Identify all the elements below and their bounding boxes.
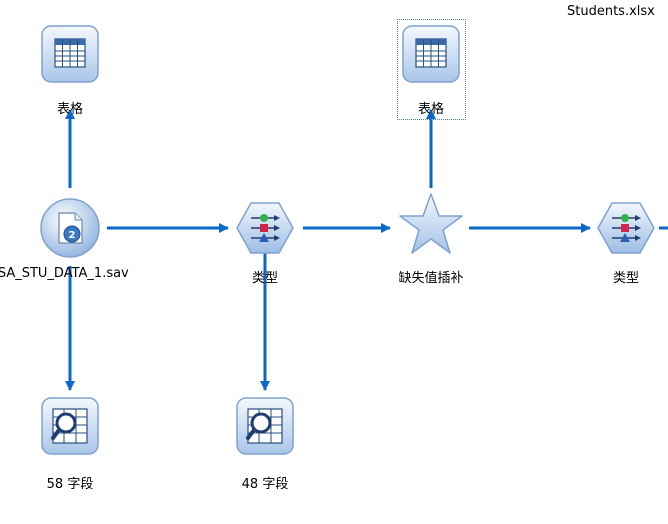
svg-text:2: 2 [69, 230, 76, 241]
table-icon[interactable] [41, 25, 99, 83]
node-label-table: 表格 [56, 102, 84, 117]
data-audit-icon[interactable] [41, 397, 99, 455]
star-icon[interactable] [399, 193, 463, 254]
node-label-type: 类型 [251, 271, 279, 286]
data-audit-icon[interactable] [236, 397, 294, 455]
statistics-file-icon[interactable]: 2 [40, 198, 100, 258]
node-label-58-fields: 58 字段 [46, 477, 94, 492]
node-label-source-file: ISA_STU_DATA_1.sav [0, 266, 129, 281]
connectors [65, 109, 668, 391]
node-label-type: 类型 [612, 271, 640, 286]
node-label-impute: 缺失值插补 [398, 271, 464, 286]
type-icon[interactable] [597, 202, 655, 254]
file-name-label: Students.xlsx [567, 4, 655, 19]
node-label-table: 表格 [417, 102, 445, 117]
node-label-48-fields: 48 字段 [241, 477, 289, 492]
table-icon[interactable] [402, 25, 460, 83]
type-icon[interactable] [236, 202, 294, 254]
